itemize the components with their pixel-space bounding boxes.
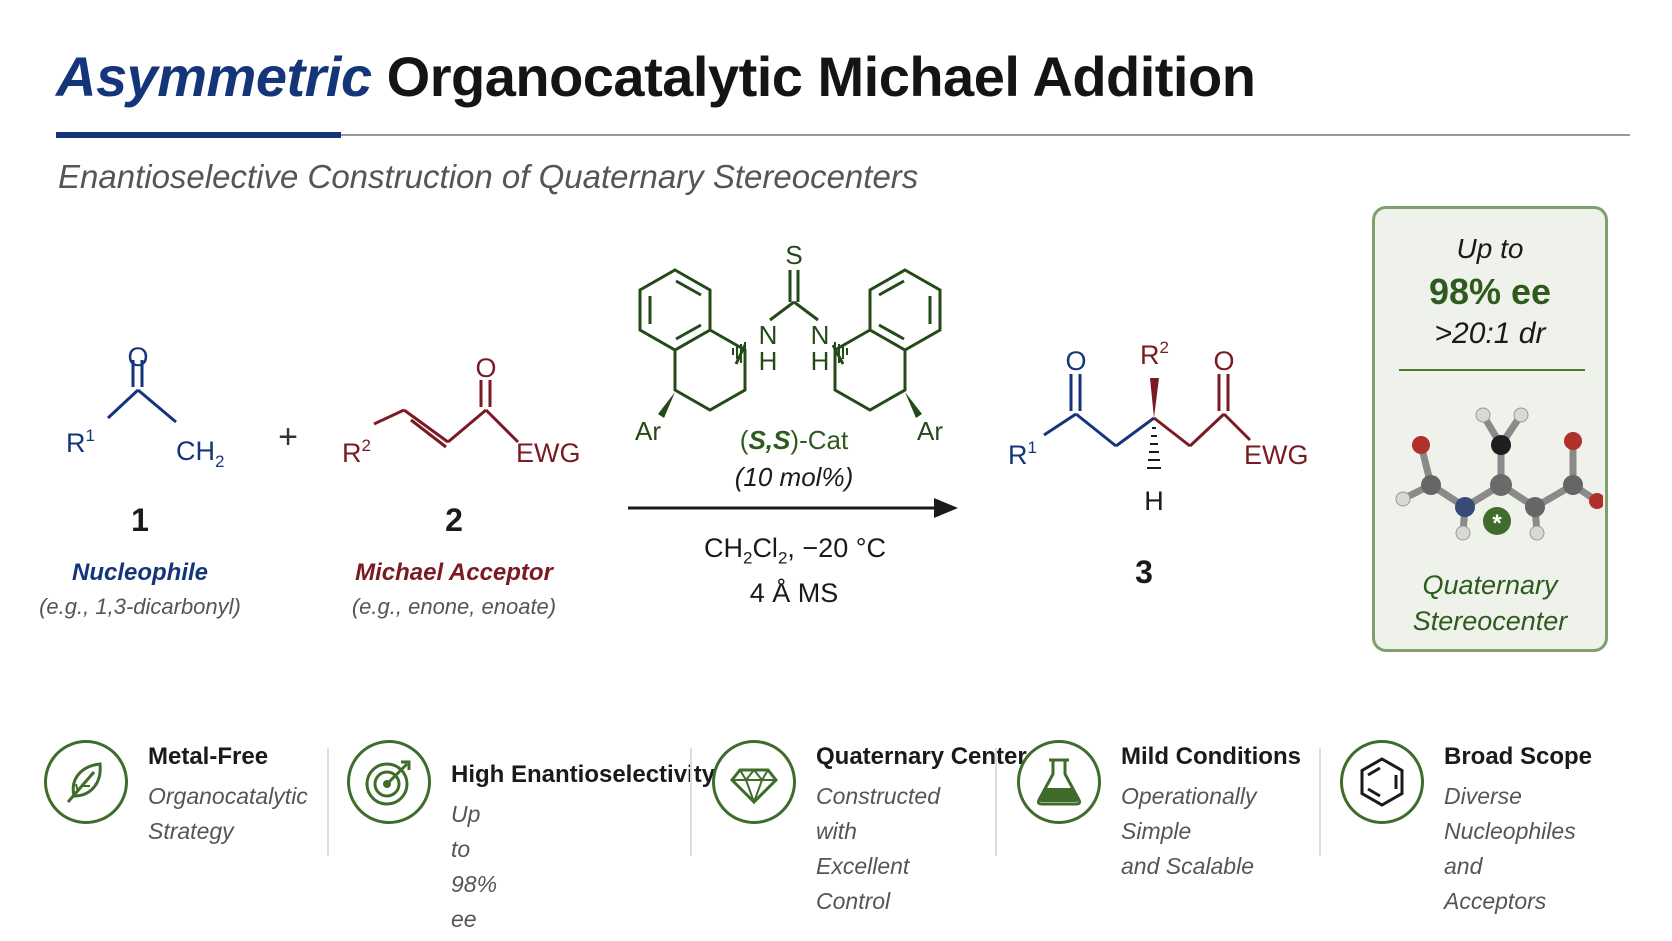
reaction-additive: 4 Å MS — [749, 578, 839, 608]
target-icon — [347, 740, 431, 824]
product-oxygen-left: O — [1065, 346, 1086, 376]
reactant-1-number: 1 — [131, 502, 149, 538]
product-structure — [1043, 374, 1155, 448]
feature-title: Metal-Free — [148, 743, 269, 770]
title-accent-bar — [56, 132, 341, 138]
feature-description: Up to 98% ee — [451, 801, 498, 932]
feature-title: High Enantioselectivity — [451, 761, 716, 788]
page-title: Asymmetric Organocatalytic Michael Addit… — [56, 44, 1256, 109]
reactant-1-structure — [106, 360, 177, 424]
reactant-1-role: Nucleophile — [71, 559, 209, 586]
reactant-2-r-group: R2 — [342, 436, 371, 468]
product-number: 3 — [1135, 554, 1153, 590]
reactant-1-r-group: R1 — [66, 426, 95, 458]
product-hash — [1147, 427, 1161, 469]
reaction-arrow-head — [934, 498, 958, 518]
reactant-2-example: (e.g., enone, enoate) — [351, 594, 557, 619]
card-divider — [1399, 369, 1585, 371]
catalyst-sulfur: S — [785, 240, 802, 270]
card-dr-value: >20:1 dr — [1434, 317, 1546, 350]
title-accent: Asymmetric — [56, 45, 372, 108]
catalyst-aryl-left: Ar — [635, 416, 661, 446]
reactant-2-role: Michael Acceptor — [355, 559, 553, 586]
benzene-icon — [1340, 740, 1424, 824]
catalyst-left-wedge — [658, 392, 675, 418]
product-wedge — [1150, 378, 1159, 418]
catalyst-hydrogen-right: H — [811, 346, 830, 376]
card-ee-value: 98% ee — [1428, 271, 1552, 312]
catalyst-aryl-right: Ar — [917, 416, 943, 446]
feature-divider — [995, 748, 997, 856]
product-r2-group: R2 — [1140, 338, 1169, 370]
title-divider — [56, 134, 1630, 136]
catalyst-loading: (10 mol%) — [734, 462, 854, 492]
feature-title: Broad Scope — [1444, 743, 1593, 770]
molecule-model-icon: * — [1395, 407, 1603, 541]
card-up-to: Up to — [1456, 233, 1524, 264]
plus-sign: + — [278, 418, 298, 456]
catalyst-name: (S,S)-Cat — [739, 425, 849, 455]
feature-title: Mild Conditions — [1121, 743, 1301, 770]
reaction-solvent-temperature: CH2Cl2, −20 °C — [703, 533, 887, 568]
catalyst-hydrogen-left: H — [759, 346, 778, 376]
product-r1-group: R1 — [1008, 438, 1037, 470]
page-subtitle: Enantioselective Construction of Quatern… — [58, 158, 919, 195]
reactant-2-structure — [373, 380, 520, 449]
product-ewg: EWG — [1244, 440, 1309, 470]
feature-divider — [690, 748, 692, 856]
feature-divider — [327, 748, 329, 856]
reactant-1-ch2: CH2 — [176, 436, 224, 471]
catalyst-nitrogen-right: N — [811, 320, 830, 350]
stereocenter-marker — [1483, 507, 1511, 535]
selectivity-card: Up to 98% ee >20:1 dr — [1372, 206, 1608, 652]
reactant-2-number: 2 — [445, 502, 463, 538]
catalyst-nitrogen-left: N — [759, 320, 778, 350]
feature-title: Quaternary Center — [816, 743, 1027, 770]
reactant-1-example: (e.g., 1,3-dicarbonyl) — [39, 594, 241, 619]
reactant-2-oxygen: O — [475, 353, 496, 383]
title-rest: Organocatalytic Michael Addition — [386, 45, 1256, 108]
product-hydrogen: H — [1144, 486, 1164, 516]
catalyst-structure — [638, 268, 942, 412]
leaf-icon — [44, 740, 128, 824]
diamond-icon — [712, 740, 796, 824]
product-oxygen-right: O — [1213, 346, 1234, 376]
flask-icon — [1017, 740, 1101, 824]
reaction-scheme: O R1 CH2 + O R2 EWG — [66, 240, 1309, 518]
catalyst-stereo-hashes — [732, 342, 848, 367]
catalyst-right-wedge — [905, 392, 922, 418]
feature-divider — [1319, 748, 1321, 856]
reactant-1-oxygen: O — [127, 342, 148, 372]
stereocenter-star: * — [1492, 510, 1502, 537]
reactant-2-ewg: EWG — [516, 438, 581, 468]
